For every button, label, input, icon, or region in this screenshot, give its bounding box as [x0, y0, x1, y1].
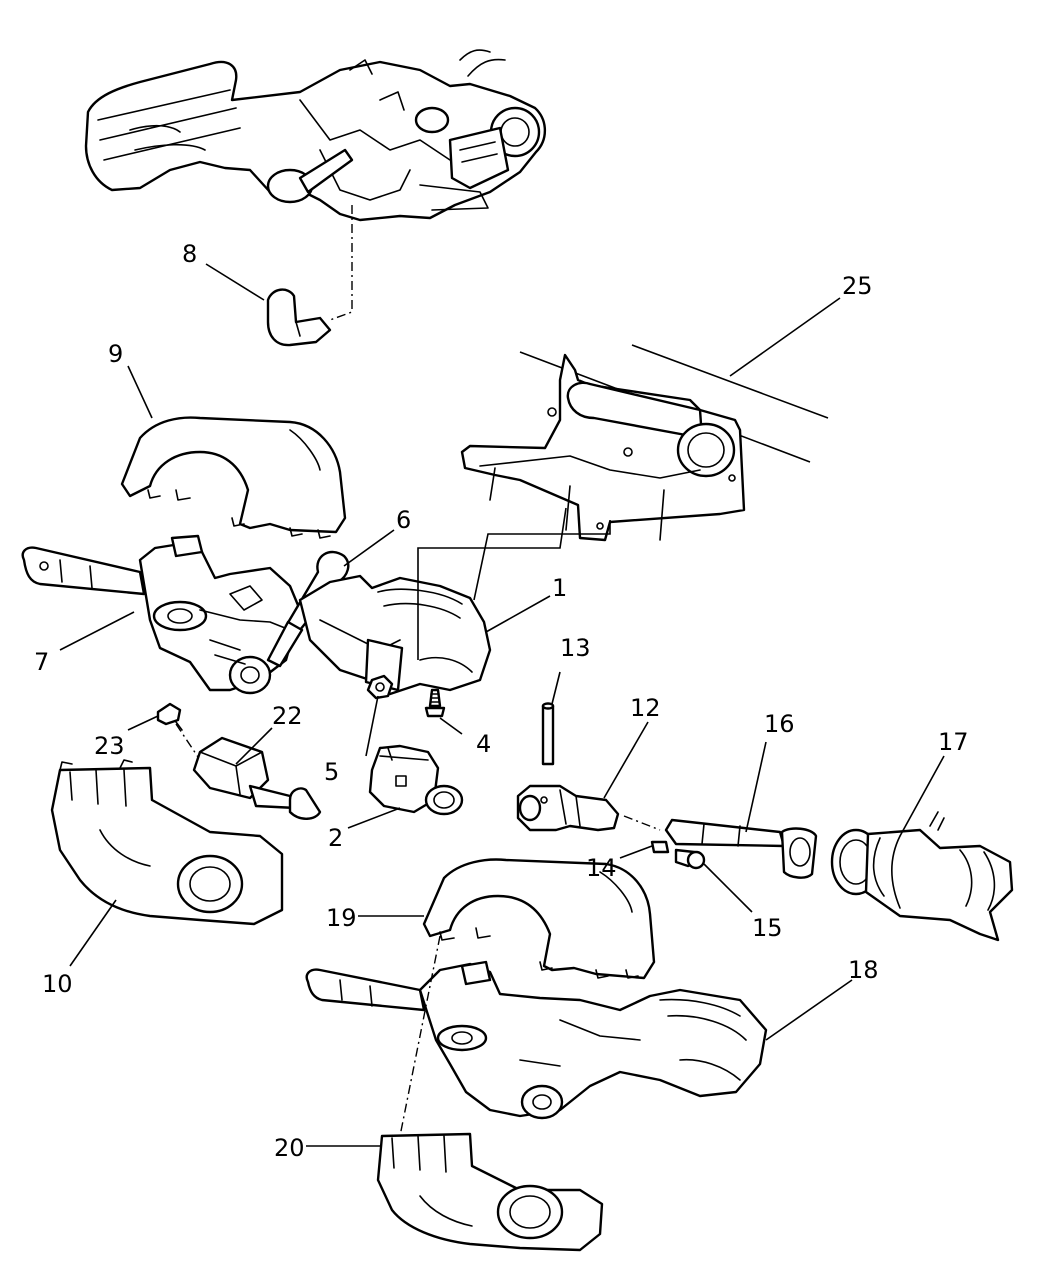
- callout-labels: 8 9 25 6 1 7 13 12 22 23 4 5 16 17 2 14 …: [34, 240, 969, 1162]
- part-25-mounting-bracket: [460, 344, 829, 542]
- callout-12: 12: [630, 694, 661, 722]
- part-13-pin: [541, 702, 555, 766]
- leader-assembly-1: [417, 507, 611, 660]
- callout-7: 7: [34, 648, 49, 676]
- callout-6: 6: [396, 506, 411, 534]
- part-22-ignition-switch: [192, 736, 322, 820]
- callout-18: 18: [848, 956, 879, 984]
- callout-13: 13: [560, 634, 591, 662]
- part-18-switch-assembly: [305, 960, 768, 1120]
- part-16-lock-cylinder: [664, 818, 818, 879]
- callout-17: 17: [938, 728, 969, 756]
- callout-16: 16: [764, 710, 795, 738]
- callout-1: 1: [552, 574, 567, 602]
- callout-14: 14: [586, 854, 617, 882]
- part-8-lever-knob: [266, 288, 332, 347]
- leader-dashed-12: [623, 815, 661, 831]
- callout-15: 15: [752, 914, 783, 942]
- callout-leaders: [59, 263, 945, 1147]
- callout-10: 10: [42, 970, 73, 998]
- callout-19: 19: [326, 904, 357, 932]
- part-20-lower-shroud: [376, 1132, 604, 1252]
- part-12-lock-housing: [516, 784, 620, 832]
- part-2-key-switch: [368, 744, 464, 816]
- part-23-bolt: [156, 702, 183, 731]
- callout-5: 5: [324, 758, 339, 786]
- callout-23: 23: [94, 732, 125, 760]
- part-7-multifunction-switch: [21, 534, 302, 695]
- part-19-upper-shroud: [422, 858, 656, 980]
- callout-8: 8: [182, 240, 197, 268]
- part-1-column-housing: [298, 574, 492, 696]
- part-4-screw: [424, 688, 446, 718]
- callout-2: 2: [328, 824, 343, 852]
- leader-dashed-23: [175, 723, 201, 761]
- callout-22: 22: [272, 702, 303, 730]
- part-17-column-boot: [830, 811, 1014, 942]
- callout-25: 25: [842, 272, 873, 300]
- part-9-upper-shroud: [120, 416, 347, 539]
- callout-9: 9: [108, 340, 123, 368]
- steering-column-assembly: [84, 49, 547, 222]
- part-10-lower-shroud: [50, 759, 284, 926]
- part-5-nut: [366, 674, 394, 700]
- leader-dashed-19-20: [399, 935, 441, 1137]
- callout-4: 4: [476, 730, 491, 758]
- part-14-clip: [650, 840, 670, 854]
- callout-20: 20: [274, 1134, 305, 1162]
- leader-dashed-8: [329, 205, 353, 321]
- part-15-button: [674, 848, 706, 870]
